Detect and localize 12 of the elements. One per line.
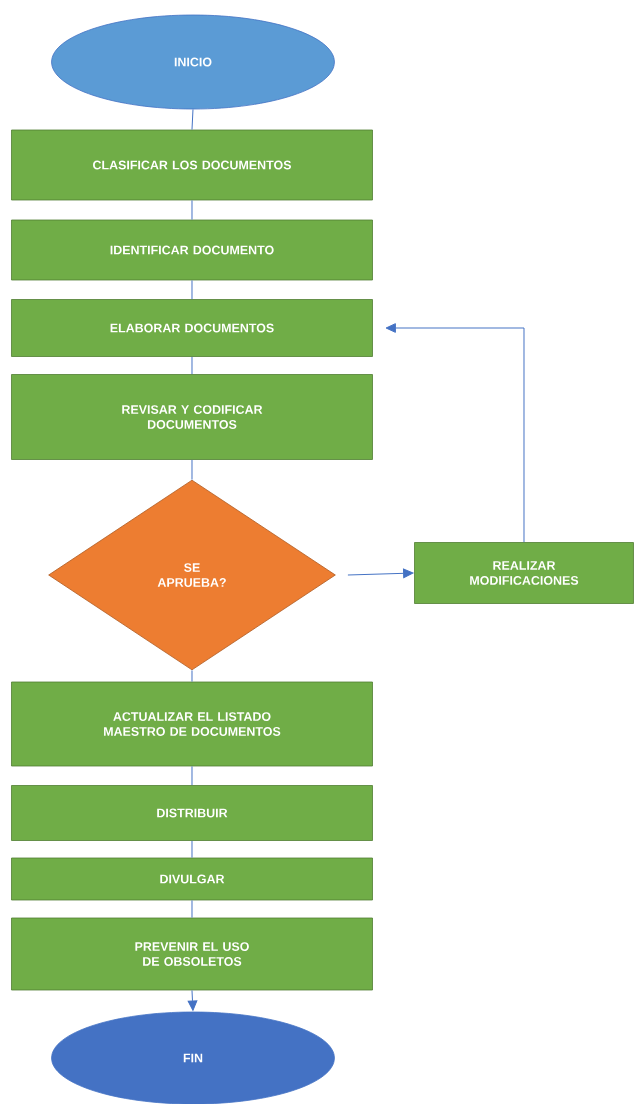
process-box: PREVENIR EL USO DE OBSOLETOS — [11, 917, 373, 991]
process-box: ACTUALIZAR EL LISTADO MAESTRO DE DOCUMENTOS — [11, 681, 373, 767]
process-box: REVISAR Y CODIFICAR DOCUMENTOS — [11, 374, 373, 460]
process-box: DIVULGAR — [11, 857, 373, 901]
process-box: DISTRIBUIR — [11, 785, 373, 841]
process-box: CLASIFICAR LOS DOCUMENTOS — [11, 129, 373, 201]
process-box: IDENTIFICAR DOCUMENTO — [11, 219, 373, 281]
arrow — [187, 989, 198, 1011]
arrow — [385, 323, 525, 543]
process-box: REALIZAR MODIFICACIONES — [414, 542, 634, 604]
arrow — [347, 568, 414, 579]
process-box: ELABORAR DOCUMENTOS — [11, 299, 373, 357]
